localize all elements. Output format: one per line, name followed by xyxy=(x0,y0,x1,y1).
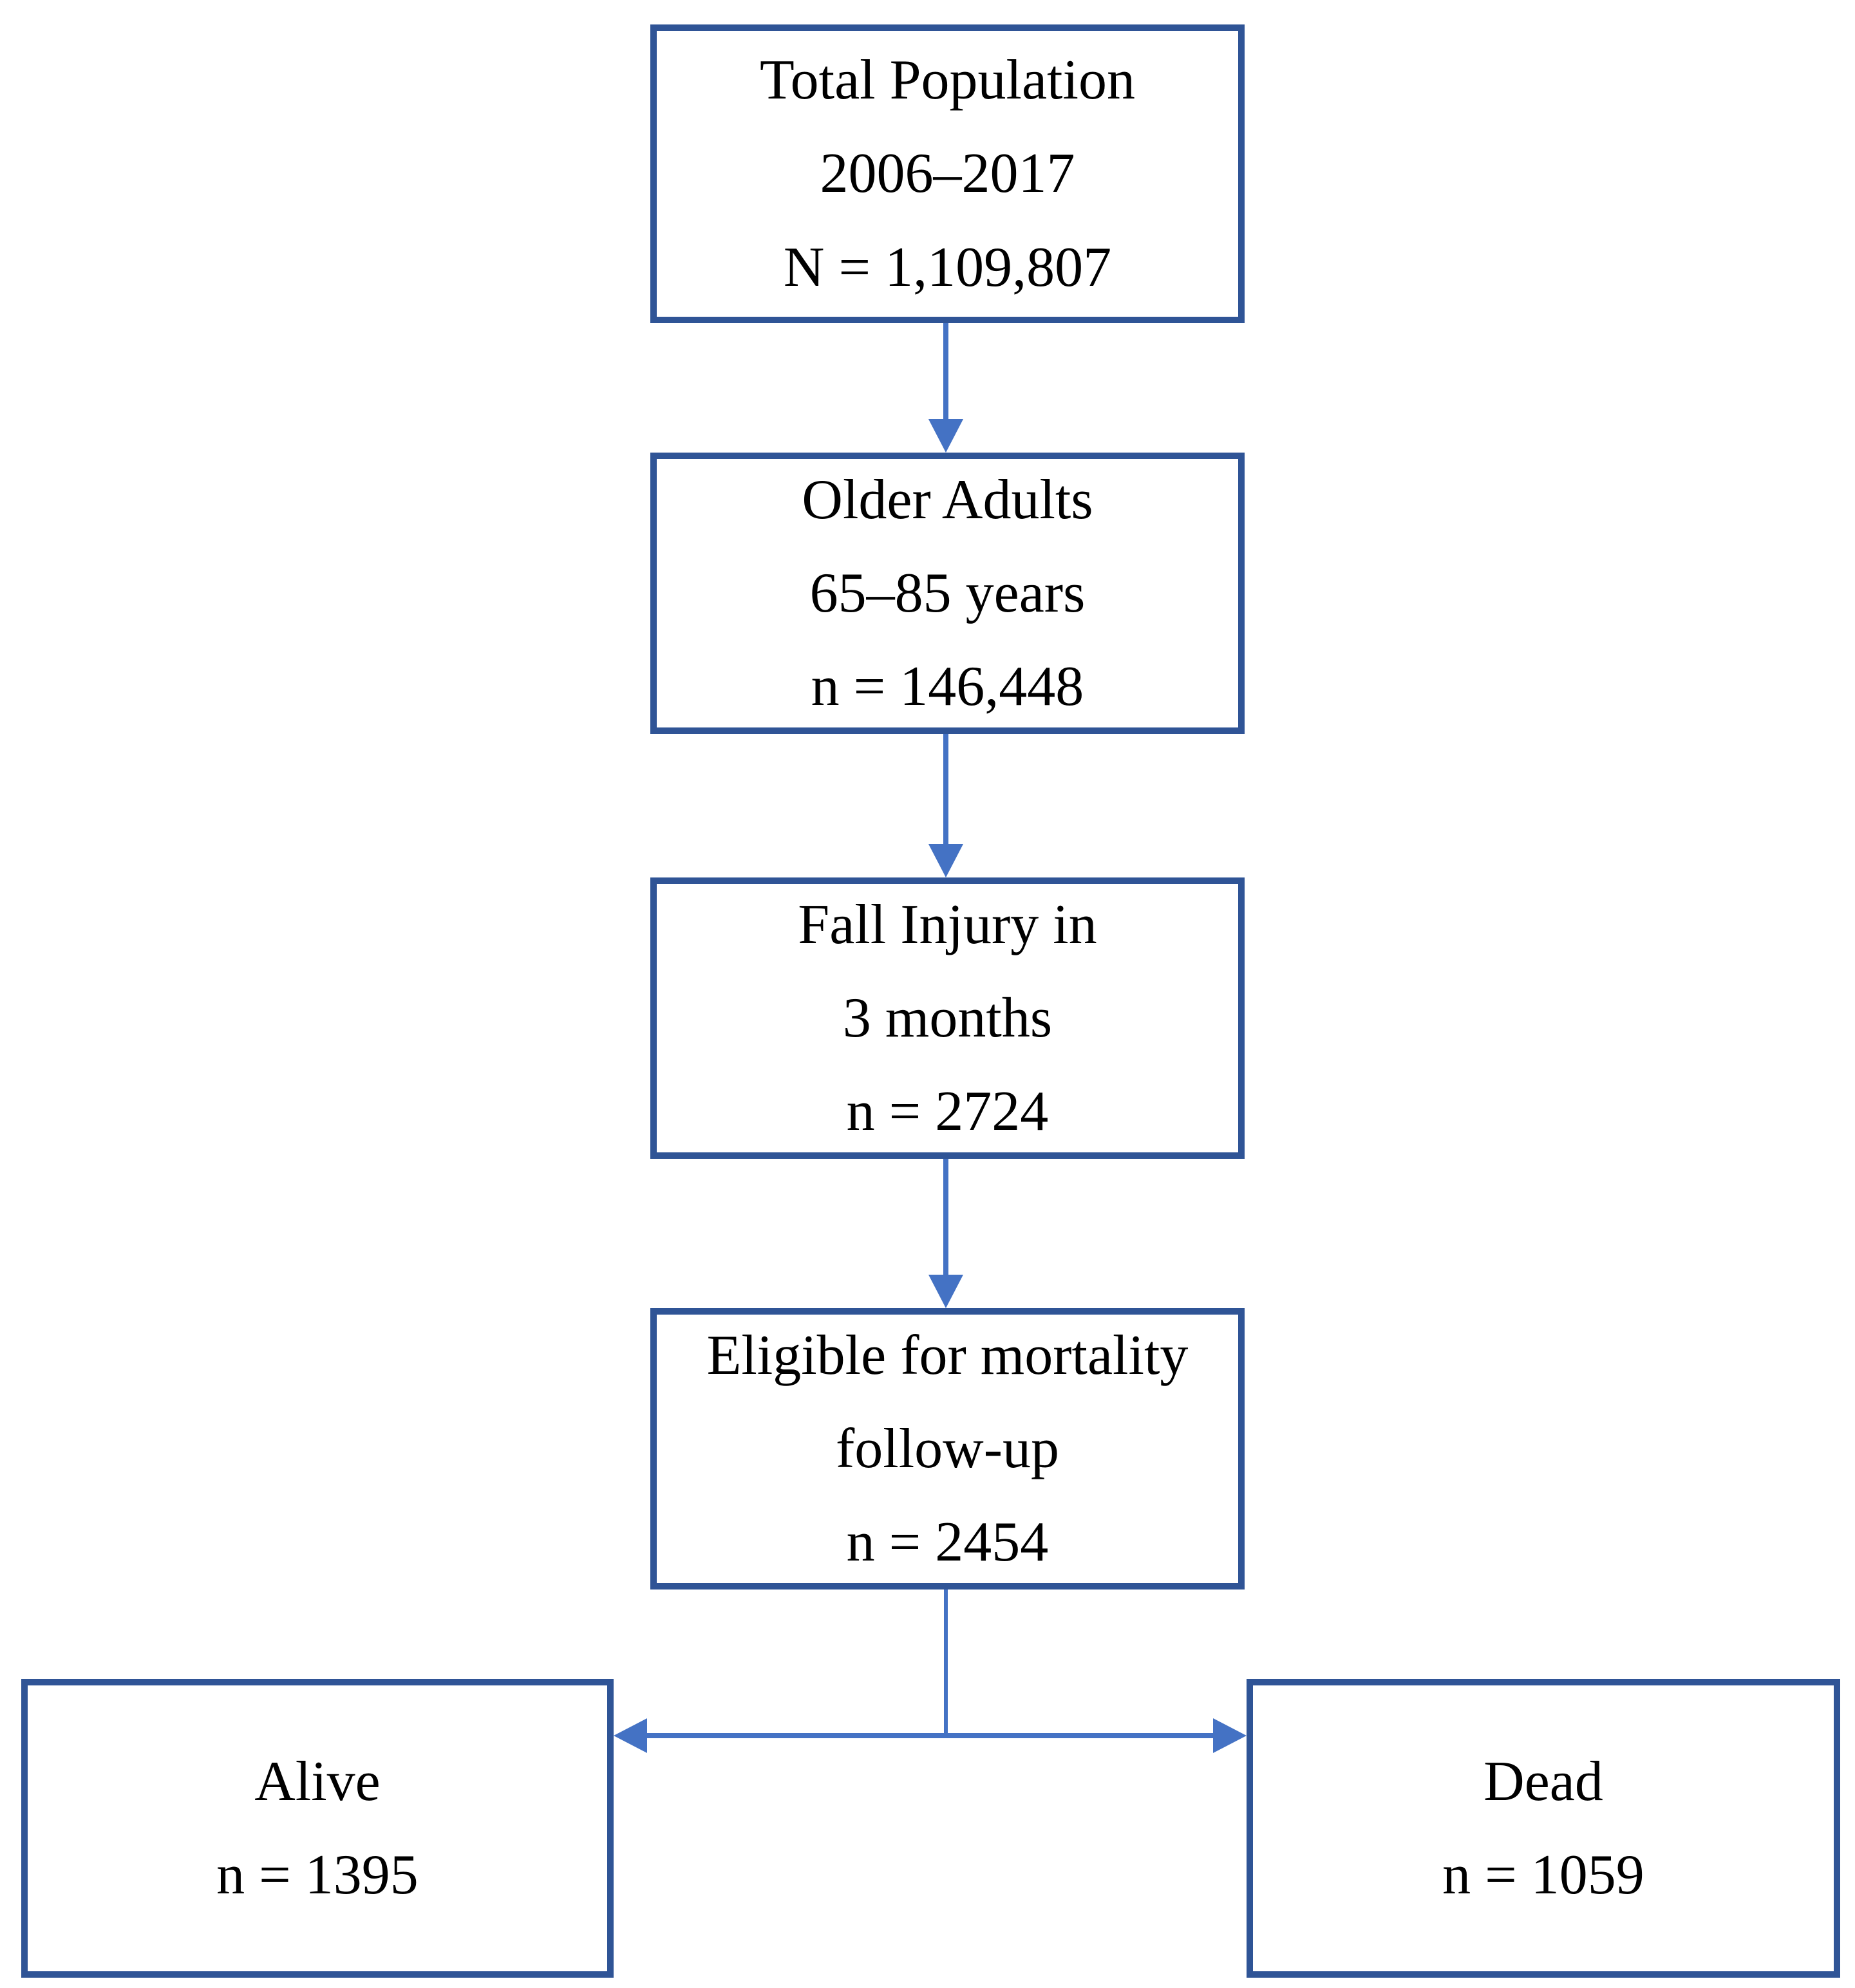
connector-line-2 xyxy=(943,734,948,846)
arrowhead-down-icon xyxy=(928,419,963,453)
node-line: Eligible for mortality xyxy=(706,1324,1189,1387)
node-line: n = 2454 xyxy=(846,1511,1049,1574)
node-line: 3 months xyxy=(842,986,1053,1049)
node-line: Dead xyxy=(1483,1750,1603,1813)
node-line: follow-up xyxy=(835,1417,1060,1480)
node-line: n = 2724 xyxy=(846,1080,1049,1143)
flow-node-total-population: Total Population 2006–2017 N = 1,109,807 xyxy=(650,24,1245,323)
node-line: Older Adults xyxy=(802,468,1093,531)
node-line: Alive xyxy=(254,1750,381,1813)
connector-stem xyxy=(944,1589,948,1738)
flow-node-fall-injury: Fall Injury in 3 months n = 2724 xyxy=(650,877,1245,1159)
node-line: Total Population xyxy=(760,49,1135,112)
connector-line-3 xyxy=(943,1159,948,1277)
arrowhead-right-icon xyxy=(1213,1718,1247,1753)
flow-node-alive: Alive n = 1395 xyxy=(21,1679,614,1978)
connector-line-1 xyxy=(943,323,948,421)
arrowhead-left-icon xyxy=(614,1718,647,1753)
arrowhead-down-icon xyxy=(928,1275,963,1308)
node-line: 2006–2017 xyxy=(820,142,1075,205)
node-line: 65–85 years xyxy=(809,561,1086,624)
node-line: n = 146,448 xyxy=(811,655,1084,718)
flow-node-dead: Dead n = 1059 xyxy=(1247,1679,1840,1978)
arrowhead-down-icon xyxy=(928,844,963,877)
flow-node-older-adults: Older Adults 65–85 years n = 146,448 xyxy=(650,453,1245,734)
connector-crossbar xyxy=(646,1733,1216,1738)
flow-node-eligible-mortality-followup: Eligible for mortality follow-up n = 245… xyxy=(650,1308,1245,1589)
node-line: n = 1395 xyxy=(216,1844,419,1906)
node-line: N = 1,109,807 xyxy=(783,236,1112,299)
node-line: n = 1059 xyxy=(1442,1844,1644,1906)
node-line: Fall Injury in xyxy=(798,893,1097,956)
